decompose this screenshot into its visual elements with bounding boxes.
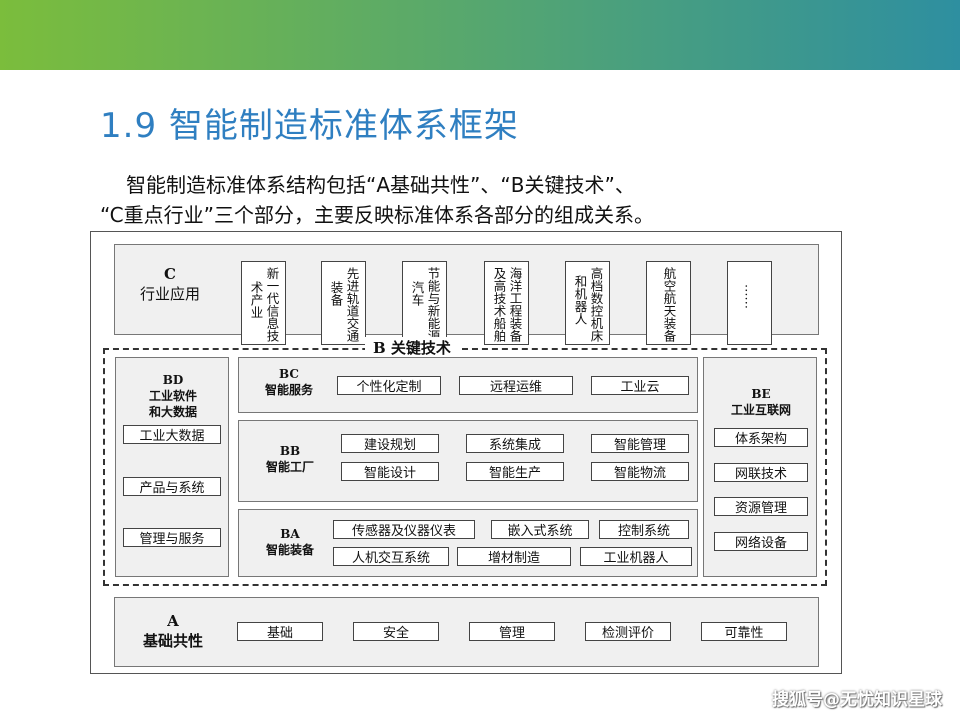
bd-name-line1: 工业软件 [148,389,197,403]
industry-item: 新一代信息技 术产业 [241,261,286,345]
be-label: BE 工业互联网 [704,386,818,418]
foundation-item: 检测评价 [585,622,671,641]
be-item: 网络设备 [714,532,808,551]
bb-label: BB 智能工厂 [249,443,331,475]
bd-item: 工业大数据 [123,425,221,444]
intro-line-1: 智能制造标准体系结构包括“A基础共性”、“B关键技术”、 [126,173,635,197]
bb-item: 智能生产 [466,462,564,481]
bd-panel: BD 工业软件 和大数据 工业大数据 产品与系统 管理与服务 [115,357,229,577]
ba-item: 控制系统 [599,520,689,539]
section-c-panel: C 行业应用 新一代信息技 术产业 先进轨道交通 装备 节能与新能源 汽车 海洋… [114,244,819,345]
section-a-panel: A 基础共性 基础 安全 管理 检测评价 可靠性 [114,597,819,667]
bb-item: 智能管理 [591,434,689,453]
bd-item: 管理与服务 [123,528,221,547]
ba-item: 工业机器人 [580,547,692,566]
industry-item-text-1: 节能与新能源 [425,267,441,342]
section-a-name: 基础共性 [142,632,203,650]
be-item: 资源管理 [714,497,808,516]
section-a-code: A [167,612,179,630]
industry-item-text-2: 装备 [328,281,344,306]
ba-item: 人机交互系统 [333,547,449,566]
be-panel: BE 工业互联网 体系架构 网联技术 资源管理 网络设备 [703,357,817,577]
bd-item: 产品与系统 [123,477,221,496]
ba-label: BA 智能装备 [249,526,331,558]
industry-item-text-2: 及高技术船舶 [491,267,507,342]
section-a-label: A 基础共性 [123,612,223,651]
bc-code: BC [279,367,299,381]
industry-item-text-2: 术产业 [248,281,264,319]
foundation-item: 可靠性 [701,622,787,641]
industry-item: 高档数控机床 和机器人 [565,261,610,345]
slide-title: 1.9 智能制造标准体系框架 [100,106,519,146]
intro-line-2: “C重点行业”三个部分，主要反映标准体系各部分的组成关系。 [100,203,654,227]
be-code: BE [751,387,771,401]
bd-name-line2: 和大数据 [148,405,197,419]
industry-item-text-1: …… [742,284,758,309]
industry-item-text-1: 新一代信息技 [264,267,280,342]
watermark: 搜狐号@无忧知识星球 [772,690,942,710]
ba-panel: BA 智能装备 传感器及仪器仪表 嵌入式系统 控制系统 人机交互系统 增材制造 … [238,509,698,577]
intro-paragraph: 智能制造标准体系结构包括“A基础共性”、“B关键技术”、 “C重点行业”三个部分… [100,170,800,230]
industry-item-text-1: 先进轨道交通 [344,267,360,342]
bb-code: BB [279,444,301,458]
foundation-item: 管理 [469,622,555,641]
bb-item: 系统集成 [466,434,564,453]
industry-item-text-2: 汽车 [409,281,425,306]
industry-item: 海洋工程装备 及高技术船舶 [484,261,529,345]
bb-item: 建设规划 [341,434,439,453]
be-item: 网联技术 [714,463,808,482]
ba-code: BA [280,527,300,541]
bb-panel: BB 智能工厂 建设规划 系统集成 智能管理 智能设计 智能生产 智能物流 [238,420,698,502]
bc-label: BC 智能服务 [249,366,329,398]
bb-name: 智能工厂 [265,460,314,474]
section-b-label: B 关键技术 [365,337,459,358]
section-c-label: C 行业应用 [125,265,215,304]
bb-item: 智能物流 [591,462,689,481]
header-banner [0,0,960,70]
bb-item: 智能设计 [341,462,439,481]
industry-item-text-1: 高档数控机床 [588,267,604,342]
bc-item: 个性化定制 [337,376,441,395]
section-b-boundary [103,348,827,586]
bc-item: 远程运维 [459,376,573,395]
industry-item: …… [727,261,772,345]
foundation-item: 基础 [237,622,323,641]
ba-item: 传感器及仪器仪表 [333,520,475,539]
bc-name: 智能服务 [264,383,313,397]
ba-name: 智能装备 [265,543,314,557]
section-c-code: C [164,265,176,283]
bd-label: BD 工业软件 和大数据 [116,372,230,420]
section-c-name: 行业应用 [139,285,200,303]
industry-item: 先进轨道交通 装备 [321,261,366,345]
bc-item: 工业云 [591,376,689,395]
industry-item-text-1: 航空航天装备 [661,267,677,342]
be-item: 体系架构 [714,428,808,447]
industry-item: 节能与新能源 汽车 [402,261,447,345]
bc-panel: BC 智能服务 个性化定制 远程运维 工业云 [238,357,698,413]
foundation-item: 安全 [353,622,439,641]
ba-item: 嵌入式系统 [491,520,589,539]
industry-item-text-2: 和机器人 [572,275,588,325]
be-name: 工业互联网 [730,403,791,417]
industry-item-text-1: 海洋工程装备 [507,267,523,342]
bd-code: BD [162,373,184,387]
industry-item: 航空航天装备 [646,261,691,345]
ba-item: 增材制造 [457,547,571,566]
